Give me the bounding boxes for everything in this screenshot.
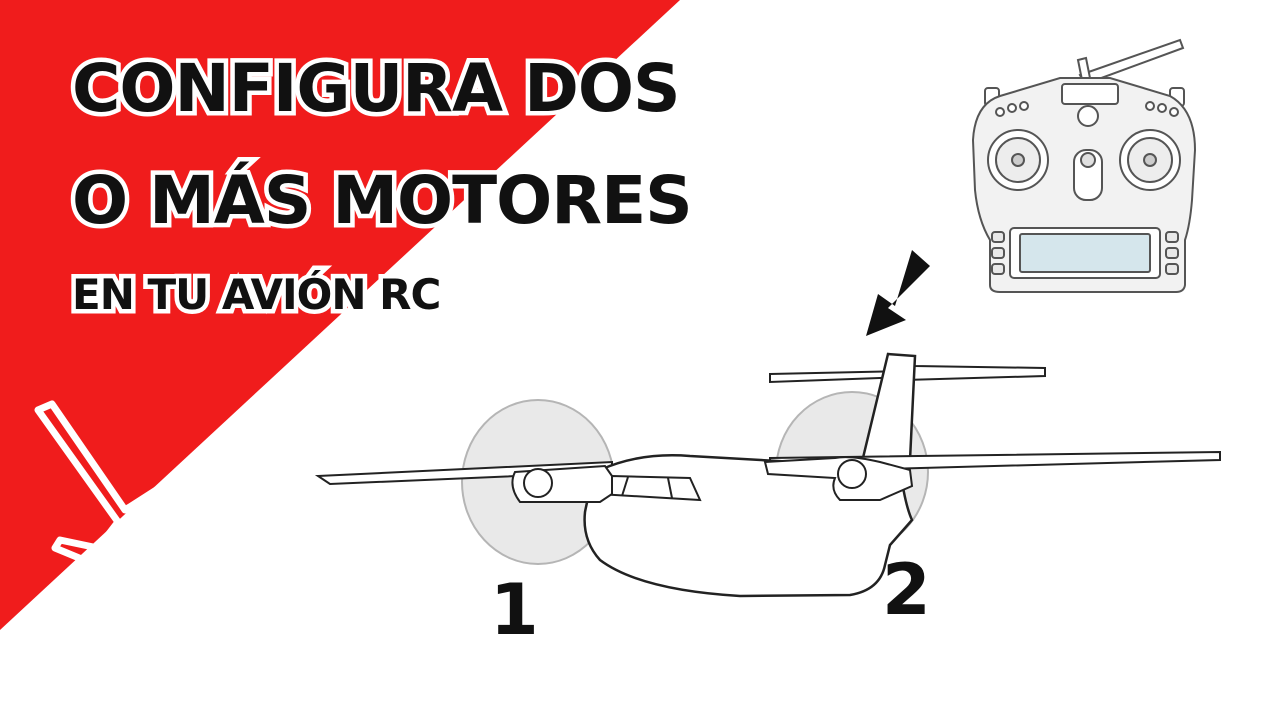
engine-label-1: 1 xyxy=(490,569,539,651)
rc-transmitter-icon xyxy=(971,38,1197,293)
title-line-1: CONFIGURA DOS xyxy=(68,46,685,132)
red-diagonal-background xyxy=(0,0,680,630)
arrow-down-left-icon xyxy=(866,250,930,336)
engine-label-2: 2 xyxy=(882,549,931,631)
twin-engine-airplane-icon xyxy=(314,352,1221,598)
title-line-3: EN TU AVIÓN RC xyxy=(67,266,445,324)
glider-logo-icon xyxy=(34,400,250,632)
title-line-2: O MÁS MOTORES xyxy=(68,158,698,244)
